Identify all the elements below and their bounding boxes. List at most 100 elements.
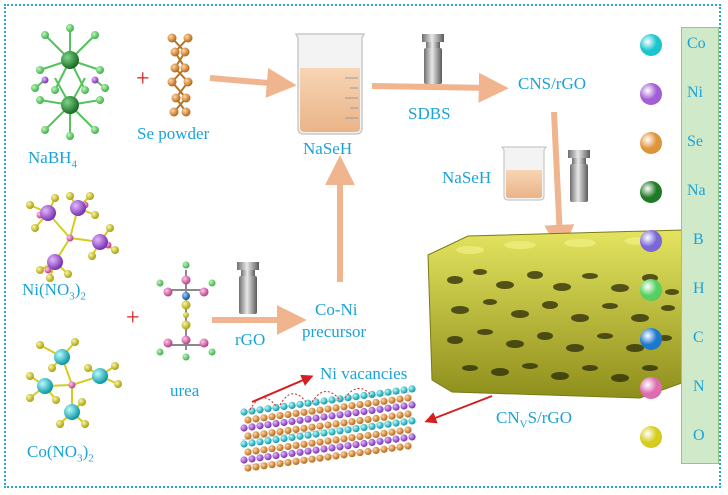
lattice-atom bbox=[240, 440, 248, 448]
legend-swatch-se bbox=[640, 132, 662, 154]
lattice-atom bbox=[280, 434, 288, 443]
lattice-atom bbox=[400, 418, 408, 426]
urea-label: urea bbox=[170, 381, 200, 400]
arrow-naseh-to-cns bbox=[371, 72, 509, 103]
lattice-atom bbox=[260, 414, 268, 422]
lattice-atom bbox=[328, 428, 336, 436]
nasehA-label: NaSeH bbox=[303, 139, 353, 158]
lattice-atom bbox=[380, 397, 388, 405]
lattice-atom bbox=[324, 405, 332, 413]
lattice-atom bbox=[304, 431, 312, 439]
lattice-atom bbox=[268, 461, 276, 469]
se-chain-molecule bbox=[167, 33, 193, 117]
lattice-atom bbox=[400, 434, 408, 442]
lattice-atom bbox=[364, 415, 372, 424]
lattice-atom bbox=[392, 387, 400, 395]
lattice-atom bbox=[372, 398, 380, 406]
autoclave-middle bbox=[568, 150, 590, 202]
lattice-atom bbox=[376, 437, 384, 445]
lattice-atom bbox=[272, 436, 280, 444]
lattice-atom bbox=[272, 452, 280, 460]
legend-swatch-co bbox=[640, 34, 662, 56]
lattice-atom bbox=[296, 448, 304, 456]
legend-label-se: Se bbox=[687, 133, 703, 150]
lattice-atom bbox=[376, 405, 384, 413]
lattice-atom bbox=[280, 402, 288, 411]
urea-molecule bbox=[156, 261, 216, 361]
nabh4-label: NaBH4 bbox=[28, 148, 77, 171]
coni-precursor-label-line1: Co-Ni bbox=[315, 300, 358, 319]
lattice-atom bbox=[348, 450, 356, 458]
lattice-atom bbox=[276, 444, 284, 452]
lattice-atom bbox=[368, 390, 376, 398]
autoclave-bottom bbox=[237, 262, 259, 314]
lattice-atom bbox=[376, 389, 384, 397]
lattice-atom bbox=[276, 428, 284, 436]
lattice-atom bbox=[316, 454, 324, 462]
lattice-atom bbox=[388, 412, 396, 420]
lattice-atom bbox=[344, 410, 352, 418]
lattice-atom bbox=[368, 438, 376, 446]
lattice-atom bbox=[352, 393, 360, 401]
lattice-atom bbox=[344, 442, 352, 450]
lattice-atom bbox=[264, 437, 272, 445]
lattice-atom bbox=[384, 420, 392, 428]
lattice-atom bbox=[300, 440, 308, 448]
lattice-atom bbox=[392, 403, 400, 411]
lattice-atom bbox=[404, 426, 412, 434]
lattice-atom bbox=[332, 452, 340, 460]
lattice-atom bbox=[392, 419, 400, 427]
nabh4-molecule bbox=[31, 24, 109, 140]
lattice-atom bbox=[264, 405, 272, 413]
lattice-atom bbox=[252, 463, 260, 471]
lattice-atom bbox=[332, 436, 340, 444]
legend-label-n: N bbox=[693, 378, 705, 395]
lattice-atom bbox=[300, 424, 308, 432]
lattice-atom bbox=[284, 426, 292, 435]
lattice-atom bbox=[284, 458, 292, 467]
lattice-atom bbox=[244, 464, 252, 472]
lattice-atom bbox=[288, 401, 296, 409]
lattice-atom bbox=[336, 427, 344, 435]
lattice-atom bbox=[368, 406, 376, 414]
lattice-atom bbox=[256, 406, 264, 414]
lattice-atom bbox=[364, 447, 372, 456]
lattice-atom bbox=[280, 450, 288, 459]
ni-vacancy-pointer-arrow bbox=[251, 374, 314, 403]
lattice-atom bbox=[320, 445, 328, 453]
lattice-atom bbox=[296, 432, 304, 440]
lattice-atom bbox=[312, 414, 320, 422]
lattice-atom bbox=[244, 448, 252, 456]
cns-rgo-label: CNS/rGO bbox=[518, 74, 587, 93]
lattice-atom bbox=[396, 411, 404, 419]
cnvs-rgo-sponge bbox=[427, 229, 693, 399]
arrow-se-to-naseh bbox=[209, 67, 297, 98]
lattice-atom bbox=[348, 434, 356, 442]
co-no3-label: Co(NO3)2 bbox=[27, 442, 94, 465]
legend-label-b: B bbox=[693, 231, 704, 248]
lattice-atom bbox=[376, 421, 384, 429]
lattice-atom bbox=[264, 421, 272, 429]
co-no3-molecule bbox=[26, 338, 122, 428]
lattice-atom bbox=[260, 430, 268, 438]
lattice-atom bbox=[360, 391, 368, 400]
lattice-atom bbox=[308, 423, 316, 431]
lattice-atom bbox=[296, 416, 304, 424]
lattice-atom bbox=[396, 427, 404, 435]
legend-label-na: Na bbox=[687, 182, 706, 199]
lattice-atom bbox=[240, 408, 248, 416]
lattice-atom bbox=[244, 432, 252, 440]
lattice-atom bbox=[292, 425, 300, 433]
ni-vacancies-label: Ni vacancies bbox=[320, 364, 408, 383]
coni-precursor-label-line2: precursor bbox=[302, 322, 367, 341]
lattice-atom bbox=[324, 453, 332, 461]
lattice-atom bbox=[252, 447, 260, 455]
lattice-atom bbox=[268, 413, 276, 421]
lattice-atom bbox=[344, 426, 352, 434]
lattice-atom bbox=[328, 412, 336, 420]
lattice-atom bbox=[320, 413, 328, 421]
lattice-atom bbox=[308, 455, 316, 463]
lattice-atom bbox=[340, 435, 348, 443]
lattice-atom bbox=[388, 444, 396, 452]
lattice-atom bbox=[316, 438, 324, 446]
